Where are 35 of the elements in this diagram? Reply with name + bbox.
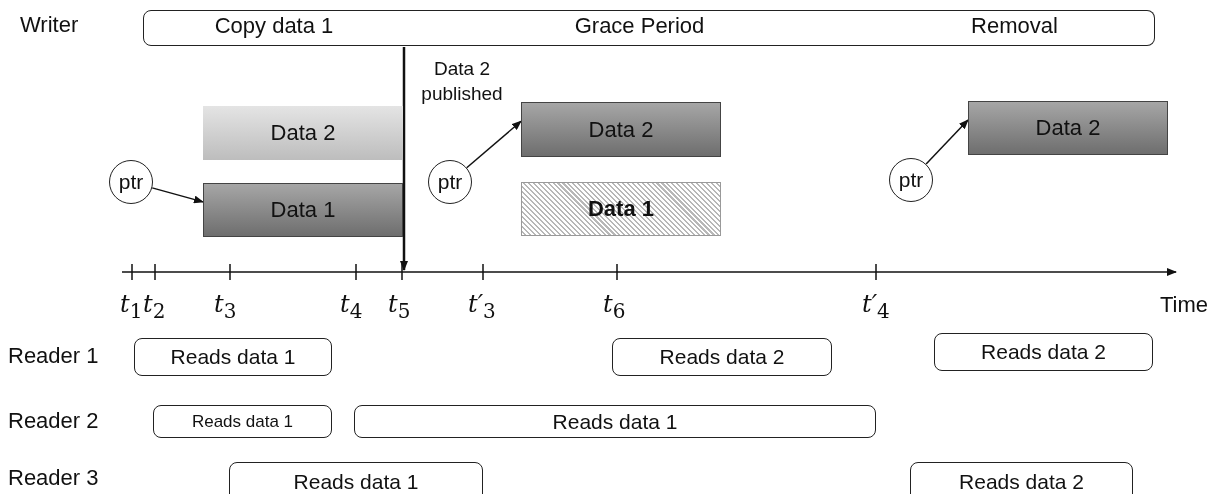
phase-box: Grace Period — [404, 10, 876, 46]
pointer-circle: ptr — [428, 160, 472, 204]
read-interval: Reads data 2 — [612, 338, 832, 376]
read-interval: Reads data 1 — [354, 405, 876, 438]
phase-box: Removal — [875, 10, 1155, 46]
arrow — [151, 187, 204, 204]
read-interval: Reads data 2 — [910, 462, 1133, 494]
axis-label: Time — [1160, 292, 1209, 318]
arrow — [465, 120, 522, 169]
row-label: Reader 3 — [8, 465, 99, 491]
tick-label: t$_{2}$ — [143, 290, 166, 323]
read-interval: Reads data 1 — [229, 462, 483, 494]
tick-label: t$_{4}$ — [340, 290, 363, 323]
tick-label: t$_{1}$ — [120, 290, 143, 323]
data-block: Data 1 — [521, 182, 721, 236]
pointer-circle: ptr — [889, 158, 933, 202]
data-block: Data 2 — [521, 102, 721, 157]
event-label: Data 2 published — [420, 57, 504, 106]
data-block: Data 2 — [968, 101, 1168, 155]
tick-label: t′$_{3}$ — [468, 290, 496, 323]
arrow — [925, 119, 969, 165]
row-label: Writer — [20, 12, 79, 38]
read-interval: Reads data 1 — [134, 338, 332, 376]
read-interval: Reads data 1 — [153, 405, 332, 438]
data-block: Data 2 — [203, 106, 403, 160]
read-interval: Reads data 2 — [934, 333, 1153, 371]
tick-label: t$_{5}$ — [388, 290, 411, 323]
pointer-circle: ptr — [109, 160, 153, 204]
row-label: Reader 1 — [8, 343, 99, 369]
tick-label: t$_{3}$ — [214, 290, 237, 323]
phase-box: Copy data 1 — [143, 10, 405, 46]
data-block: Data 1 — [203, 183, 403, 237]
tick-label: t$_{6}$ — [603, 290, 626, 323]
row-label: Reader 2 — [8, 408, 99, 434]
tick-label: t′$_{4}$ — [862, 290, 890, 323]
